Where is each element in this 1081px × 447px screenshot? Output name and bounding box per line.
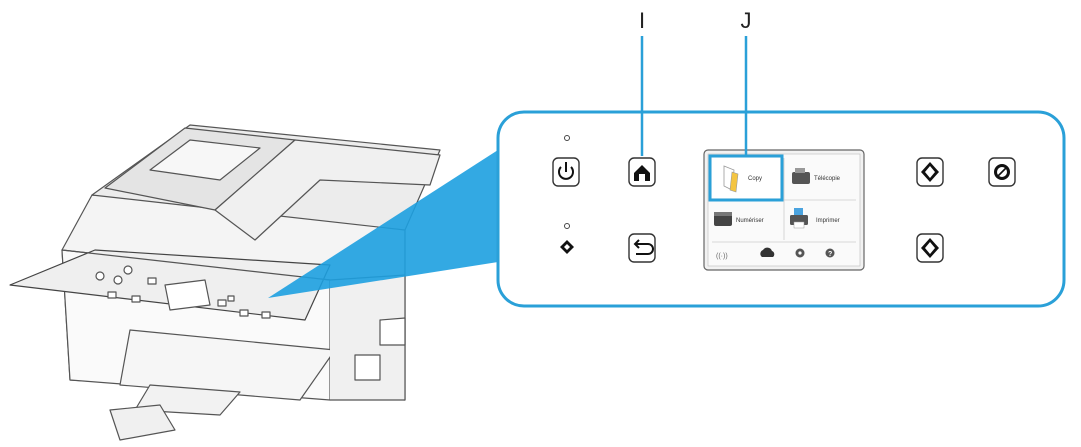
- stop-icon: [994, 164, 1010, 180]
- scan-icon: [714, 212, 732, 226]
- tile-print-label: Imprimer: [816, 218, 840, 224]
- back-icon: [633, 239, 654, 255]
- zoom-beam: [268, 150, 498, 298]
- callout-label-home: I: [638, 8, 646, 33]
- power-icon: [558, 162, 574, 180]
- tile-fax-label: Télécopie: [814, 176, 841, 182]
- color-start-button[interactable]: [916, 157, 944, 187]
- print-icon: [790, 208, 808, 229]
- alarm-icon: [560, 240, 574, 254]
- wireless-icon[interactable]: ((·)): [716, 253, 728, 260]
- copy-icon: [723, 165, 739, 193]
- tile-copy-label: Copy: [748, 176, 762, 182]
- tile-scan-label: Numériser: [736, 218, 764, 224]
- black-start-button[interactable]: [916, 233, 944, 263]
- tile-scan[interactable]: Numériser: [714, 212, 764, 226]
- cloud-icon[interactable]: [760, 247, 775, 257]
- tile-print[interactable]: Imprimer: [790, 208, 840, 229]
- power-button[interactable]: [552, 157, 580, 187]
- back-button[interactable]: [628, 233, 656, 263]
- help-icon[interactable]: ?: [825, 248, 835, 259]
- svg-text:((·)): ((·)): [716, 253, 728, 260]
- power-lamp: [564, 135, 570, 141]
- home-button[interactable]: [628, 157, 656, 187]
- alarm-lamp: [564, 223, 570, 229]
- settings-icon[interactable]: [795, 248, 805, 258]
- tile-fax[interactable]: Télécopie: [792, 168, 841, 184]
- printer-illustration: [9, 124, 441, 441]
- svg-text:?: ?: [828, 251, 832, 258]
- start-diamond-icon: [921, 238, 939, 258]
- callout-label-copy: J: [740, 8, 752, 33]
- home-icon: [634, 165, 650, 181]
- touch-screen[interactable]: Copy Télécopie Numériser Impr: [703, 149, 865, 271]
- fax-icon: [792, 168, 810, 184]
- stop-button[interactable]: [988, 157, 1016, 187]
- tile-copy[interactable]: Copy: [712, 158, 780, 198]
- start-diamond-icon: [921, 162, 939, 182]
